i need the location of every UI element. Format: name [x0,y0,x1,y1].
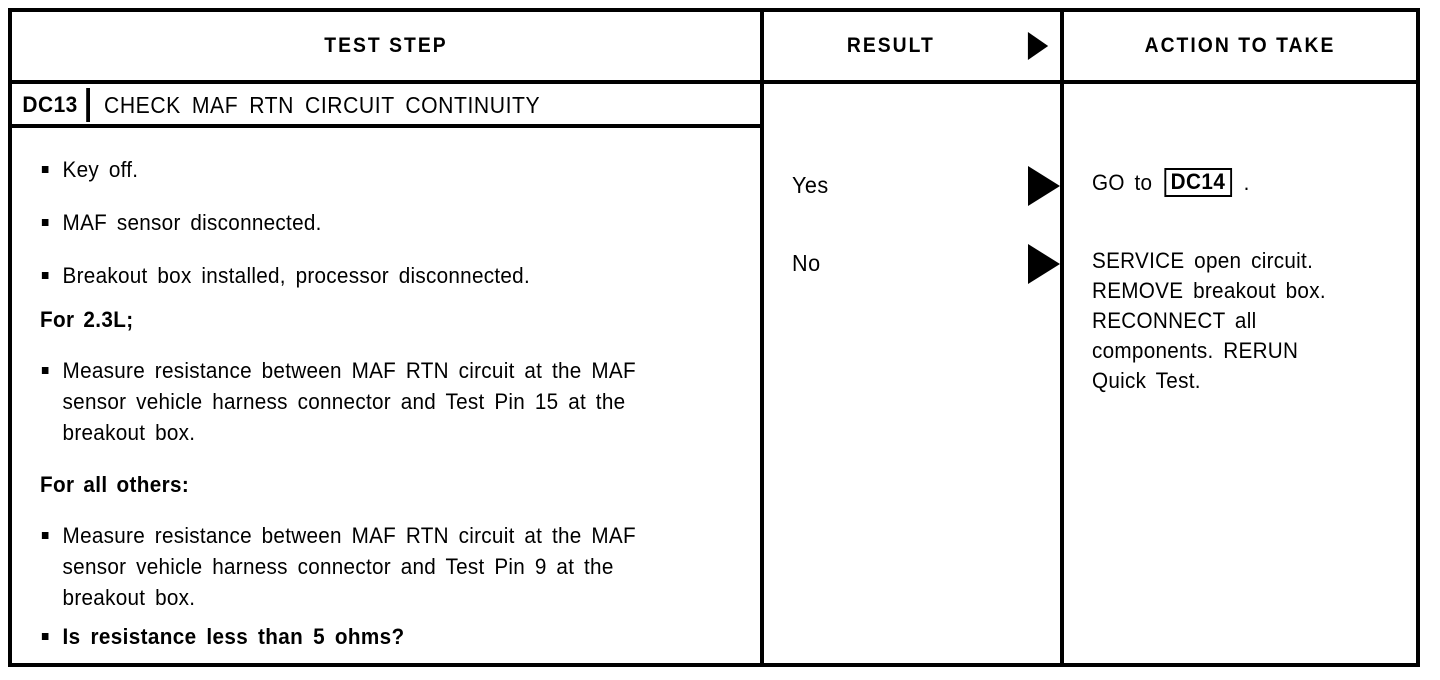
action-line: Quick Test. [1092,368,1201,393]
list-item: Measure resistance between MAF RTN circu… [40,520,698,613]
right-triangle-icon [1028,166,1060,206]
right-triangle-icon [1027,32,1049,60]
list-item: Key off. [40,154,698,185]
list-item: Measure resistance between MAF RTN circu… [40,355,698,448]
action-goto-suffix: . [1243,170,1250,195]
step-reference-dc14[interactable]: DC14 [1164,168,1232,197]
header-result: RESULT [776,12,1049,80]
result-label-no: No [792,250,821,276]
result-row-yes: Yes [792,166,1060,210]
test-step-content: Key off. MAF sensor disconnected. Breako… [12,128,760,674]
step-code-badge: DC13 [14,88,90,122]
header-action-to-take: ACTION TO TAKE [1144,34,1336,57]
list-item: Breakout box installed, processor discon… [40,260,698,291]
step-subheader-row: DC13 CHECK MAF RTN CIRCUIT CONTINUITY [12,84,760,128]
result-label-yes: Yes [792,172,829,198]
sub-heading-all-others: For all others: [40,472,190,497]
header-result-label: RESULT [846,34,935,57]
step-subheader-bottom-rule [12,124,760,128]
list-item: MAF sensor disconnected. [40,207,698,238]
header-test-step: TEST STEP [324,34,448,57]
column-divider-test-result [760,12,764,667]
action-content: GO to DC14 . SERVICE open circuit. REMOV… [1064,128,1416,396]
action-line: components. RERUN [1092,338,1299,363]
action-line: RECONNECT all [1092,308,1257,333]
action-line: REMOVE breakout box. [1092,278,1326,303]
table-header-row: TEST STEP RESULT ACTION TO TAKE [12,12,1416,84]
action-goto-prefix: GO to [1092,170,1153,195]
sub-heading-23l: For 2.3L; [40,307,134,332]
result-row-no: No [792,244,1060,288]
result-content: Yes No [764,128,1060,667]
action-block-yes: GO to DC14 . [1092,168,1408,198]
column-divider-result-action [1060,12,1064,667]
action-line: SERVICE open circuit. [1092,248,1314,273]
action-goto-line: GO to DC14 . [1092,168,1389,198]
right-triangle-icon [1028,244,1060,284]
list-item-question: Is resistance less than 5 ohms? [40,621,698,652]
action-block-no: SERVICE open circuit. REMOVE breakout bo… [1092,246,1408,396]
header-bottom-rule [12,80,1416,84]
diagnostic-table: TEST STEP RESULT ACTION TO TAKE DC13 CHE… [8,8,1420,667]
step-title: CHECK MAF RTN CIRCUIT CONTINUITY [104,91,541,118]
